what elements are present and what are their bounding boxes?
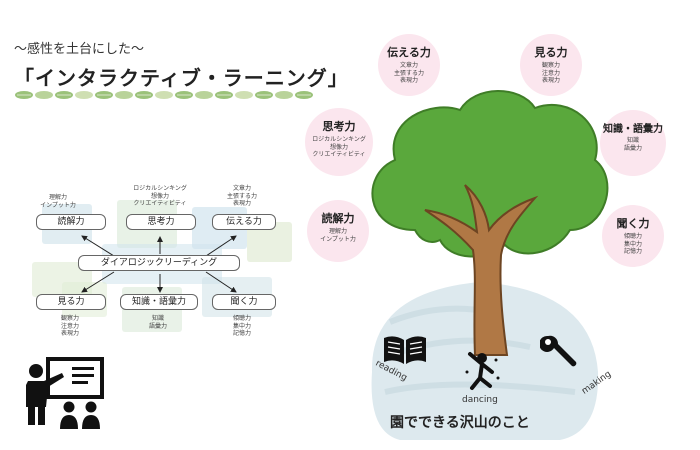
leaf-decoration-band [15,91,313,99]
skills-list-chishiki: 知識語彙力 [148,315,167,330]
skill-box-dokkai: 読解力 [36,214,106,230]
skill-box-miru: 見る力 [36,294,106,310]
page-title: 「インタラクティブ・ラーニング」 [14,66,349,90]
skill-box-tsutaeru: 伝える力 [212,214,276,230]
skills-list-dokkai: 理解力インプット力 [40,194,76,209]
activity-label-dancing: dancing [462,395,498,405]
bubble-kiku: 聞く力 傾聴力集中力記憶力 [602,205,664,267]
bubble-miru: 見る力 観察力注意力表現力 [520,34,582,96]
connector-arrows [81,235,237,293]
bubble-shiko: 思考力 ロジカルシンキング想像力クリエイティビティ [305,108,373,176]
tree-illustration [371,90,609,356]
wrench-icon [540,335,577,367]
skill-box-chishiki: 知識・語彙力 [120,294,198,310]
teacher-presentation-icon [26,357,104,429]
reading-skills-diagram: 理解力インプット力 ロジカルシンキング想像力クリエイティビティ 文章力主張する力… [22,182,298,350]
book-icon [384,336,426,364]
skill-box-kiku: 聞く力 [212,294,276,310]
center-box-dialogic-reading: ダイアロジックリーディング [78,255,240,271]
dancing-figure-icon [465,352,500,390]
activities-caption: 園でできる沢山のこと [390,415,530,431]
skills-list-shiko: ロジカルシンキング想像力クリエイティビティ [133,185,187,207]
skill-box-shiko: 思考力 [126,214,196,230]
skills-list-miru: 観察力注意力表現力 [60,315,79,337]
bubble-chishiki: 知識・語彙力 知識語彙力 [600,110,666,176]
skills-list-kiku: 傾聴力集中力記憶力 [232,315,251,337]
skills-list-tsutaeru: 文章力主張する力表現力 [226,185,257,207]
subtitle: 〜感性を土台にした〜 [14,42,145,57]
bubble-tsutaeru: 伝える力 文章力主張する力表現力 [378,34,440,96]
bubble-dokkai: 読解力 理解力インプット力 [307,200,369,262]
